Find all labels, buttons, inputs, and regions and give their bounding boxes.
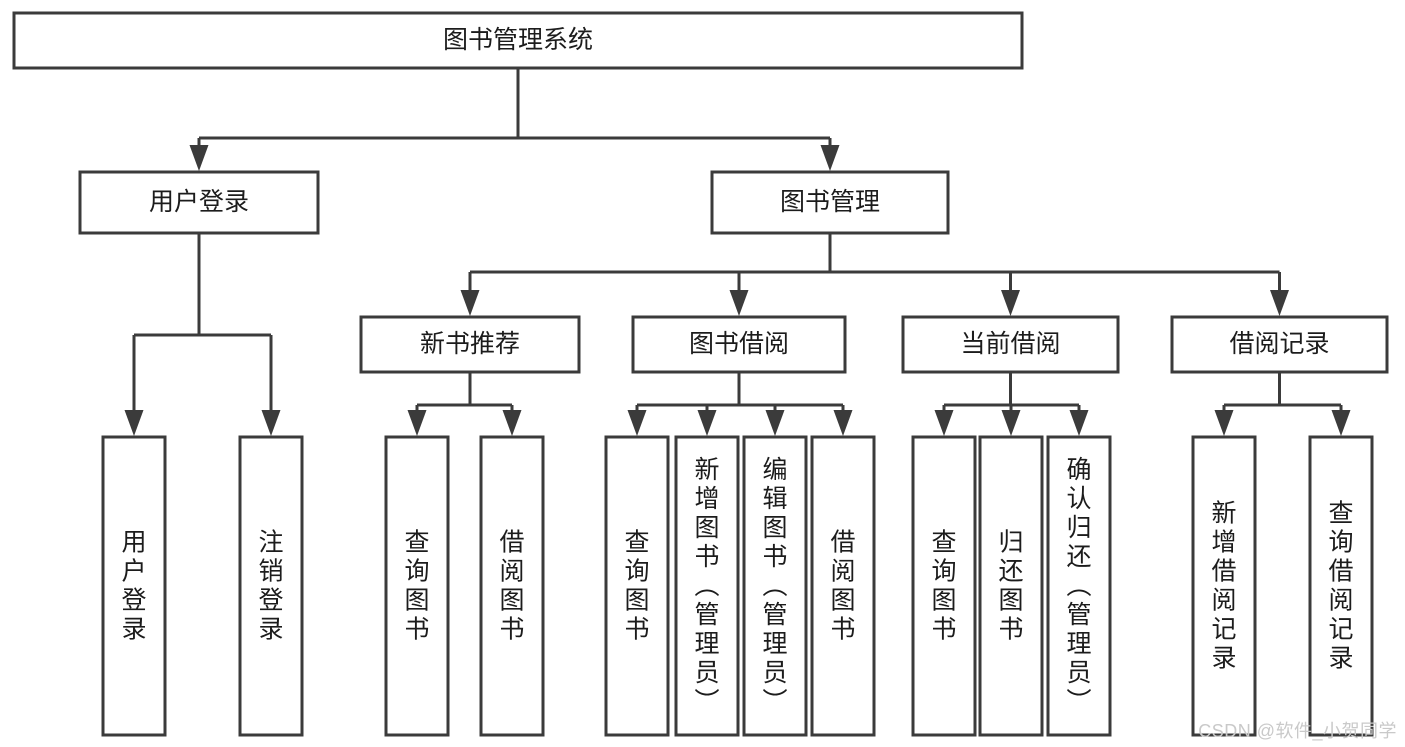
- arrow-head-icon: [697, 410, 717, 436]
- node-label: 借阅记录: [1229, 330, 1329, 358]
- node-leaf-borrow-book-b[interactable]: 借阅图书: [810, 435, 876, 737]
- node-label: 图书管理系统: [443, 26, 593, 54]
- node-box: [384, 435, 450, 737]
- node-book-borrow[interactable]: 图书借阅: [631, 315, 847, 374]
- node-leaf-logout[interactable]: 注销登录: [238, 435, 304, 737]
- node-label: 查询图书: [404, 529, 429, 644]
- arrow-head-icon: [729, 290, 749, 316]
- node-root[interactable]: 图书管理系统: [12, 11, 1024, 70]
- node-label: 图书管理: [780, 188, 880, 216]
- node-leaf-user-login[interactable]: 用户登录: [101, 435, 167, 737]
- node-label: 用户登录: [121, 529, 146, 644]
- arrow-head-icon: [1331, 410, 1351, 436]
- arrow-head-icon: [124, 410, 144, 436]
- arrow-head-icon: [934, 410, 954, 436]
- node-leaf-query-book-c[interactable]: 查询图书: [911, 435, 977, 737]
- node-leaf-add-record[interactable]: 新增借阅记录: [1191, 435, 1257, 737]
- arrow-head-icon: [1001, 410, 1021, 436]
- arrow-head-icon: [189, 145, 209, 171]
- node-book-manage[interactable]: 图书管理: [710, 170, 950, 235]
- node-box: [12, 11, 1024, 70]
- node-label: 查询借阅记录: [1328, 500, 1353, 673]
- arrow-head-icon: [261, 410, 281, 436]
- node-label: 借阅图书: [830, 529, 855, 644]
- node-leaf-edit-book[interactable]: 编辑图书︵管理员︶: [742, 435, 808, 737]
- node-box: [901, 315, 1120, 374]
- node-leaf-return-book[interactable]: 归还图书: [978, 435, 1044, 737]
- node-label: 查询图书: [931, 529, 956, 644]
- arrow-head-icon: [627, 410, 647, 436]
- node-box: [674, 435, 740, 737]
- node-box: [1308, 435, 1374, 737]
- node-box: [631, 315, 847, 374]
- node-box: [911, 435, 977, 737]
- node-label: 借阅图书: [499, 529, 524, 644]
- node-leaf-borrow-book-a[interactable]: 借阅图书: [479, 435, 545, 737]
- node-box: [1191, 435, 1257, 737]
- arrow-head-icon: [765, 410, 785, 436]
- node-leaf-add-book[interactable]: 新增图书︵管理员︶: [674, 435, 740, 737]
- node-box: [238, 435, 304, 737]
- node-leaf-query-book-a[interactable]: 查询图书: [384, 435, 450, 737]
- node-label: 当前借阅: [960, 330, 1060, 358]
- arrow-head-icon: [833, 410, 853, 436]
- node-label: 新增图书︵管理员︶: [694, 456, 719, 716]
- node-label: 图书借阅: [689, 330, 789, 358]
- node-box: [810, 435, 876, 737]
- node-box: [479, 435, 545, 737]
- node-label: 新增借阅记录: [1211, 500, 1236, 673]
- node-label: 新书推荐: [420, 330, 520, 358]
- node-label: 查询图书: [624, 529, 649, 644]
- arrow-head-icon: [1001, 290, 1020, 316]
- node-box: [604, 435, 670, 737]
- arrow-head-icon: [502, 410, 522, 436]
- node-box: [1170, 315, 1389, 374]
- arrow-head-icon: [1270, 290, 1289, 316]
- watermark-text: CSDN @软件_小贺同学: [1198, 721, 1397, 741]
- node-borrow-record[interactable]: 借阅记录: [1170, 315, 1389, 374]
- node-user-login[interactable]: 用户登录: [78, 170, 320, 235]
- nodes-layer: 图书管理系统用户登录图书管理新书推荐图书借阅当前借阅借阅记录用户登录注销登录查询…: [12, 11, 1389, 737]
- node-leaf-query-record[interactable]: 查询借阅记录: [1308, 435, 1374, 737]
- edges-layer: [124, 68, 1351, 436]
- arrow-head-icon: [407, 410, 427, 436]
- node-box: [101, 435, 167, 737]
- node-box: [359, 315, 581, 374]
- node-label: 归还图书: [998, 529, 1023, 644]
- node-label: 注销登录: [258, 529, 283, 644]
- arrow-head-icon: [1069, 410, 1089, 436]
- node-box: [1046, 435, 1112, 737]
- node-box: [710, 170, 950, 235]
- node-current-borrow[interactable]: 当前借阅: [901, 315, 1120, 374]
- node-leaf-confirm-return[interactable]: 确认归还︵管理员︶: [1046, 435, 1112, 737]
- node-label: 编辑图书︵管理员︶: [762, 456, 787, 716]
- node-label: 确认归还︵管理员︶: [1066, 456, 1091, 716]
- arrow-head-icon: [1214, 410, 1234, 436]
- node-leaf-query-book-b[interactable]: 查询图书: [604, 435, 670, 737]
- node-box: [978, 435, 1044, 737]
- arrow-head-icon: [460, 290, 480, 316]
- arrow-head-icon: [820, 145, 840, 171]
- node-label: 用户登录: [149, 188, 249, 216]
- node-box: [742, 435, 808, 737]
- node-box: [78, 170, 320, 235]
- node-new-book-rec[interactable]: 新书推荐: [359, 315, 581, 374]
